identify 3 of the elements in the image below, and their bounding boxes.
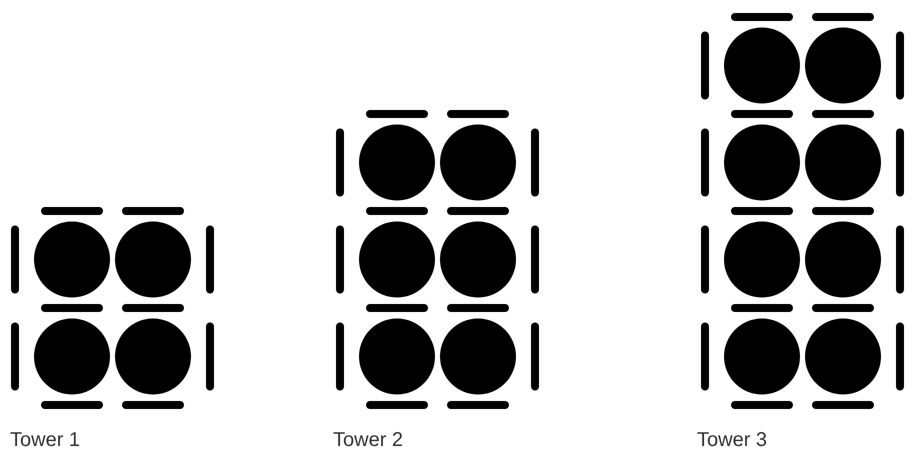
tower-label: Tower 1 — [10, 430, 80, 450]
tower-label: Tower 3 — [697, 430, 768, 450]
tower-label: Tower 2 — [333, 430, 404, 450]
